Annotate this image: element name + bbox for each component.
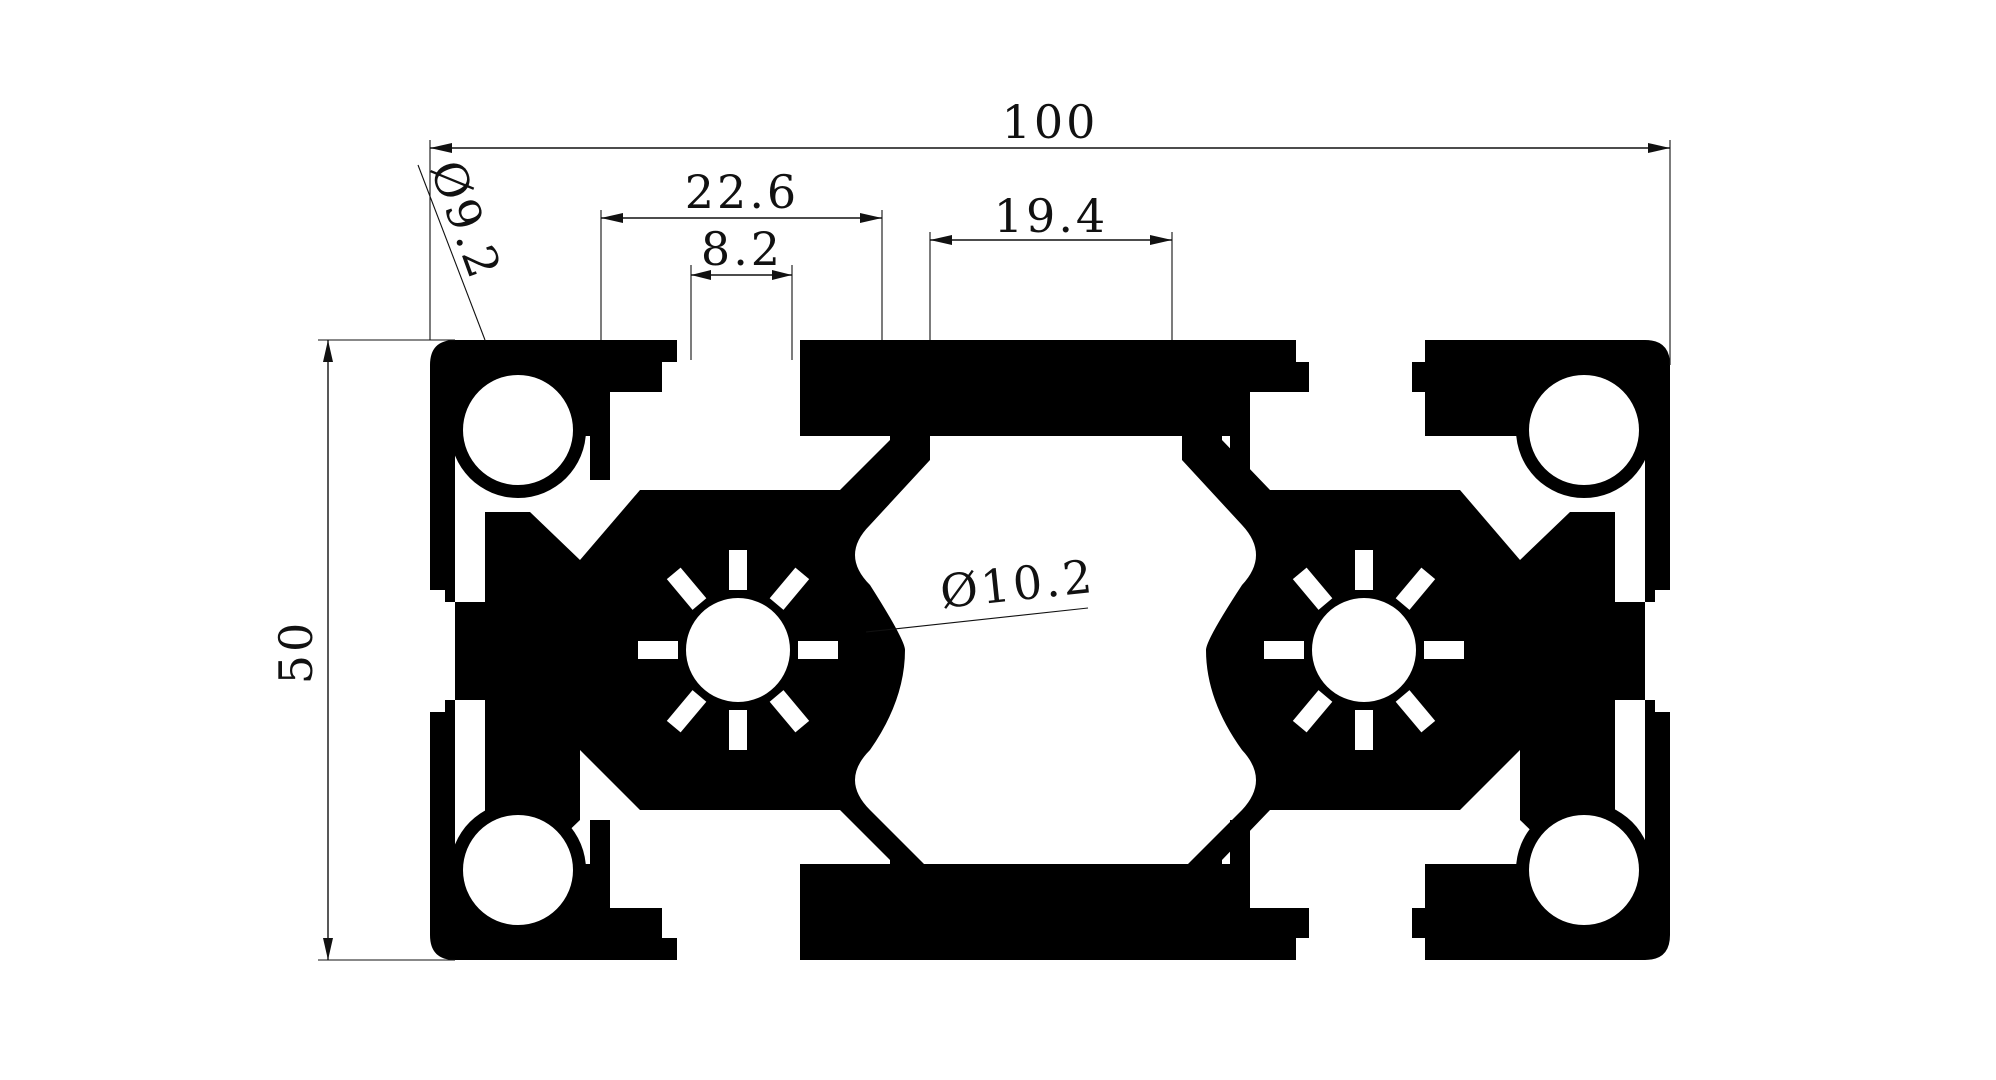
dimension-slot-opening: 8.2 — [690, 222, 793, 360]
label-slot-opening: 8.2 — [701, 222, 783, 276]
label-overall-height: 50 — [269, 620, 323, 685]
dimension-center-bore: Ø10.2 — [865, 549, 1098, 633]
label-center-span: 19.4 — [994, 189, 1108, 243]
center-bore-left — [686, 598, 790, 702]
aluminum-profile — [430, 340, 1670, 960]
label-corner-hole: Ø9.2 — [420, 153, 513, 287]
label-slot-pitch: 22.6 — [685, 165, 799, 219]
dimension-corner-hole: Ø9.2 — [417, 153, 513, 341]
dimension-slot-pitch: 22.6 — [600, 165, 883, 340]
corner-hole-top-right — [1529, 375, 1639, 485]
center-bore-right — [1312, 598, 1416, 702]
dimension-overall-width: 100 — [429, 95, 1671, 365]
profile-left-wall — [430, 340, 580, 960]
dimension-overall-height: 50 — [269, 339, 455, 961]
label-center-bore: Ø10.2 — [938, 549, 1098, 619]
label-overall-width: 100 — [1002, 95, 1099, 149]
profile-right-wall — [1520, 340, 1670, 960]
corner-hole-top-left — [463, 375, 573, 485]
profile-bottom-middle-lip — [800, 820, 1309, 960]
dimension-center-span: 19.4 — [929, 189, 1173, 340]
corner-hole-bottom-right — [1529, 815, 1639, 925]
bore-slots-right — [1264, 550, 1464, 750]
profile-top-middle-lip — [800, 340, 1309, 480]
bore-slots-left — [638, 550, 838, 750]
corner-hole-bottom-left — [463, 815, 573, 925]
